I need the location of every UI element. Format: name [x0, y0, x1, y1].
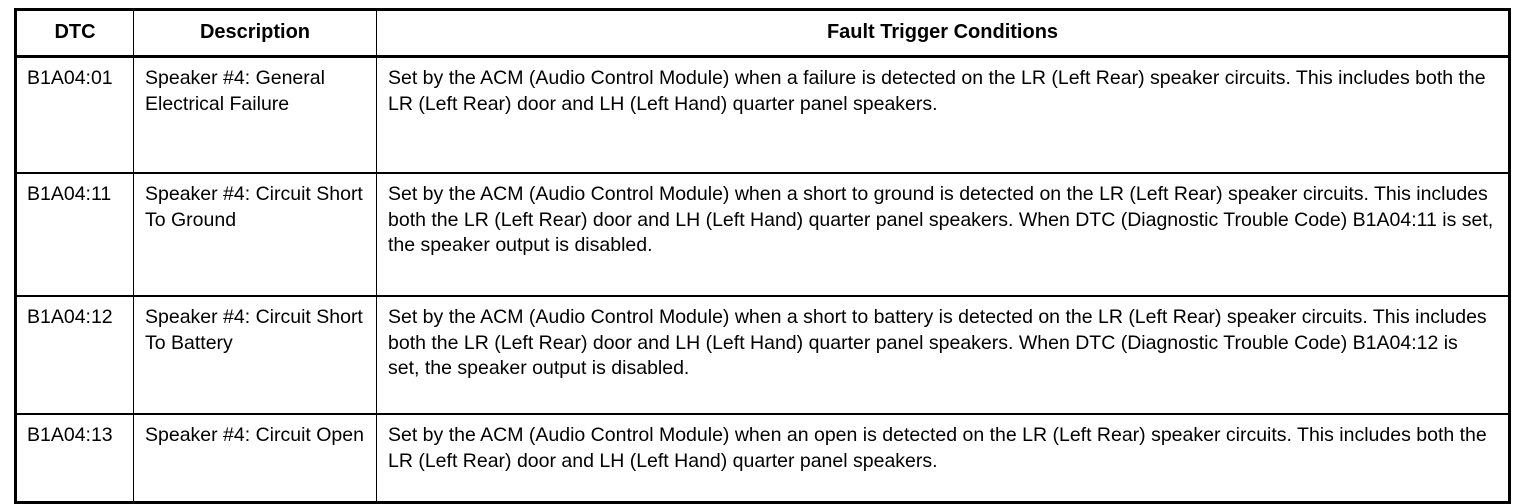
cell-dtc: B1A04:11 [15, 172, 134, 296]
table-row: B1A04:13 Speaker #4: Circuit Open Set by… [15, 413, 1510, 503]
column-header-fault: Fault Trigger Conditions [376, 9, 1510, 58]
cell-description: Speaker #4: Circuit Short To Ground [133, 172, 377, 296]
cell-fault: Set by the ACM (Audio Control Module) wh… [388, 67, 1486, 115]
cell-dtc: B1A04:12 [15, 295, 134, 414]
table-header-row: DTC Description Fault Trigger Conditions [15, 9, 1510, 58]
cell-fault: Set by the ACM (Audio Control Module) wh… [376, 413, 1510, 503]
table-row: B1A04:01 Speaker #4: General Electrical … [15, 56, 1510, 173]
table-header: DTC Description Fault Trigger Conditions [15, 9, 1510, 58]
cell-description: Speaker #4: Circuit Short To Battery [133, 295, 377, 414]
cell-dtc: B1A04:01 [15, 56, 134, 173]
cell-description: Speaker #4: General Electrical Failure [133, 56, 377, 173]
table-row: B1A04:11 Speaker #4: Circuit Short To Gr… [15, 172, 1510, 296]
cell-description: Speaker #4: Circuit Open [133, 413, 377, 503]
dtc-fault-table: DTC Description Fault Trigger Conditions… [14, 8, 1511, 504]
column-header-description: Description [133, 9, 377, 58]
table-body: B1A04:01 Speaker #4: General Electrical … [15, 56, 1510, 503]
dtc-table-container: DTC Description Fault Trigger Conditions… [14, 8, 1511, 504]
table-row: B1A04:12 Speaker #4: Circuit Short To Ba… [15, 295, 1510, 414]
cell-fault: Set by the ACM (Audio Control Module) wh… [376, 172, 1510, 296]
column-header-dtc: DTC [15, 9, 134, 58]
cell-dtc: B1A04:13 [15, 413, 134, 503]
cell-fault: Set by the ACM (Audio Control Module) wh… [376, 295, 1510, 414]
